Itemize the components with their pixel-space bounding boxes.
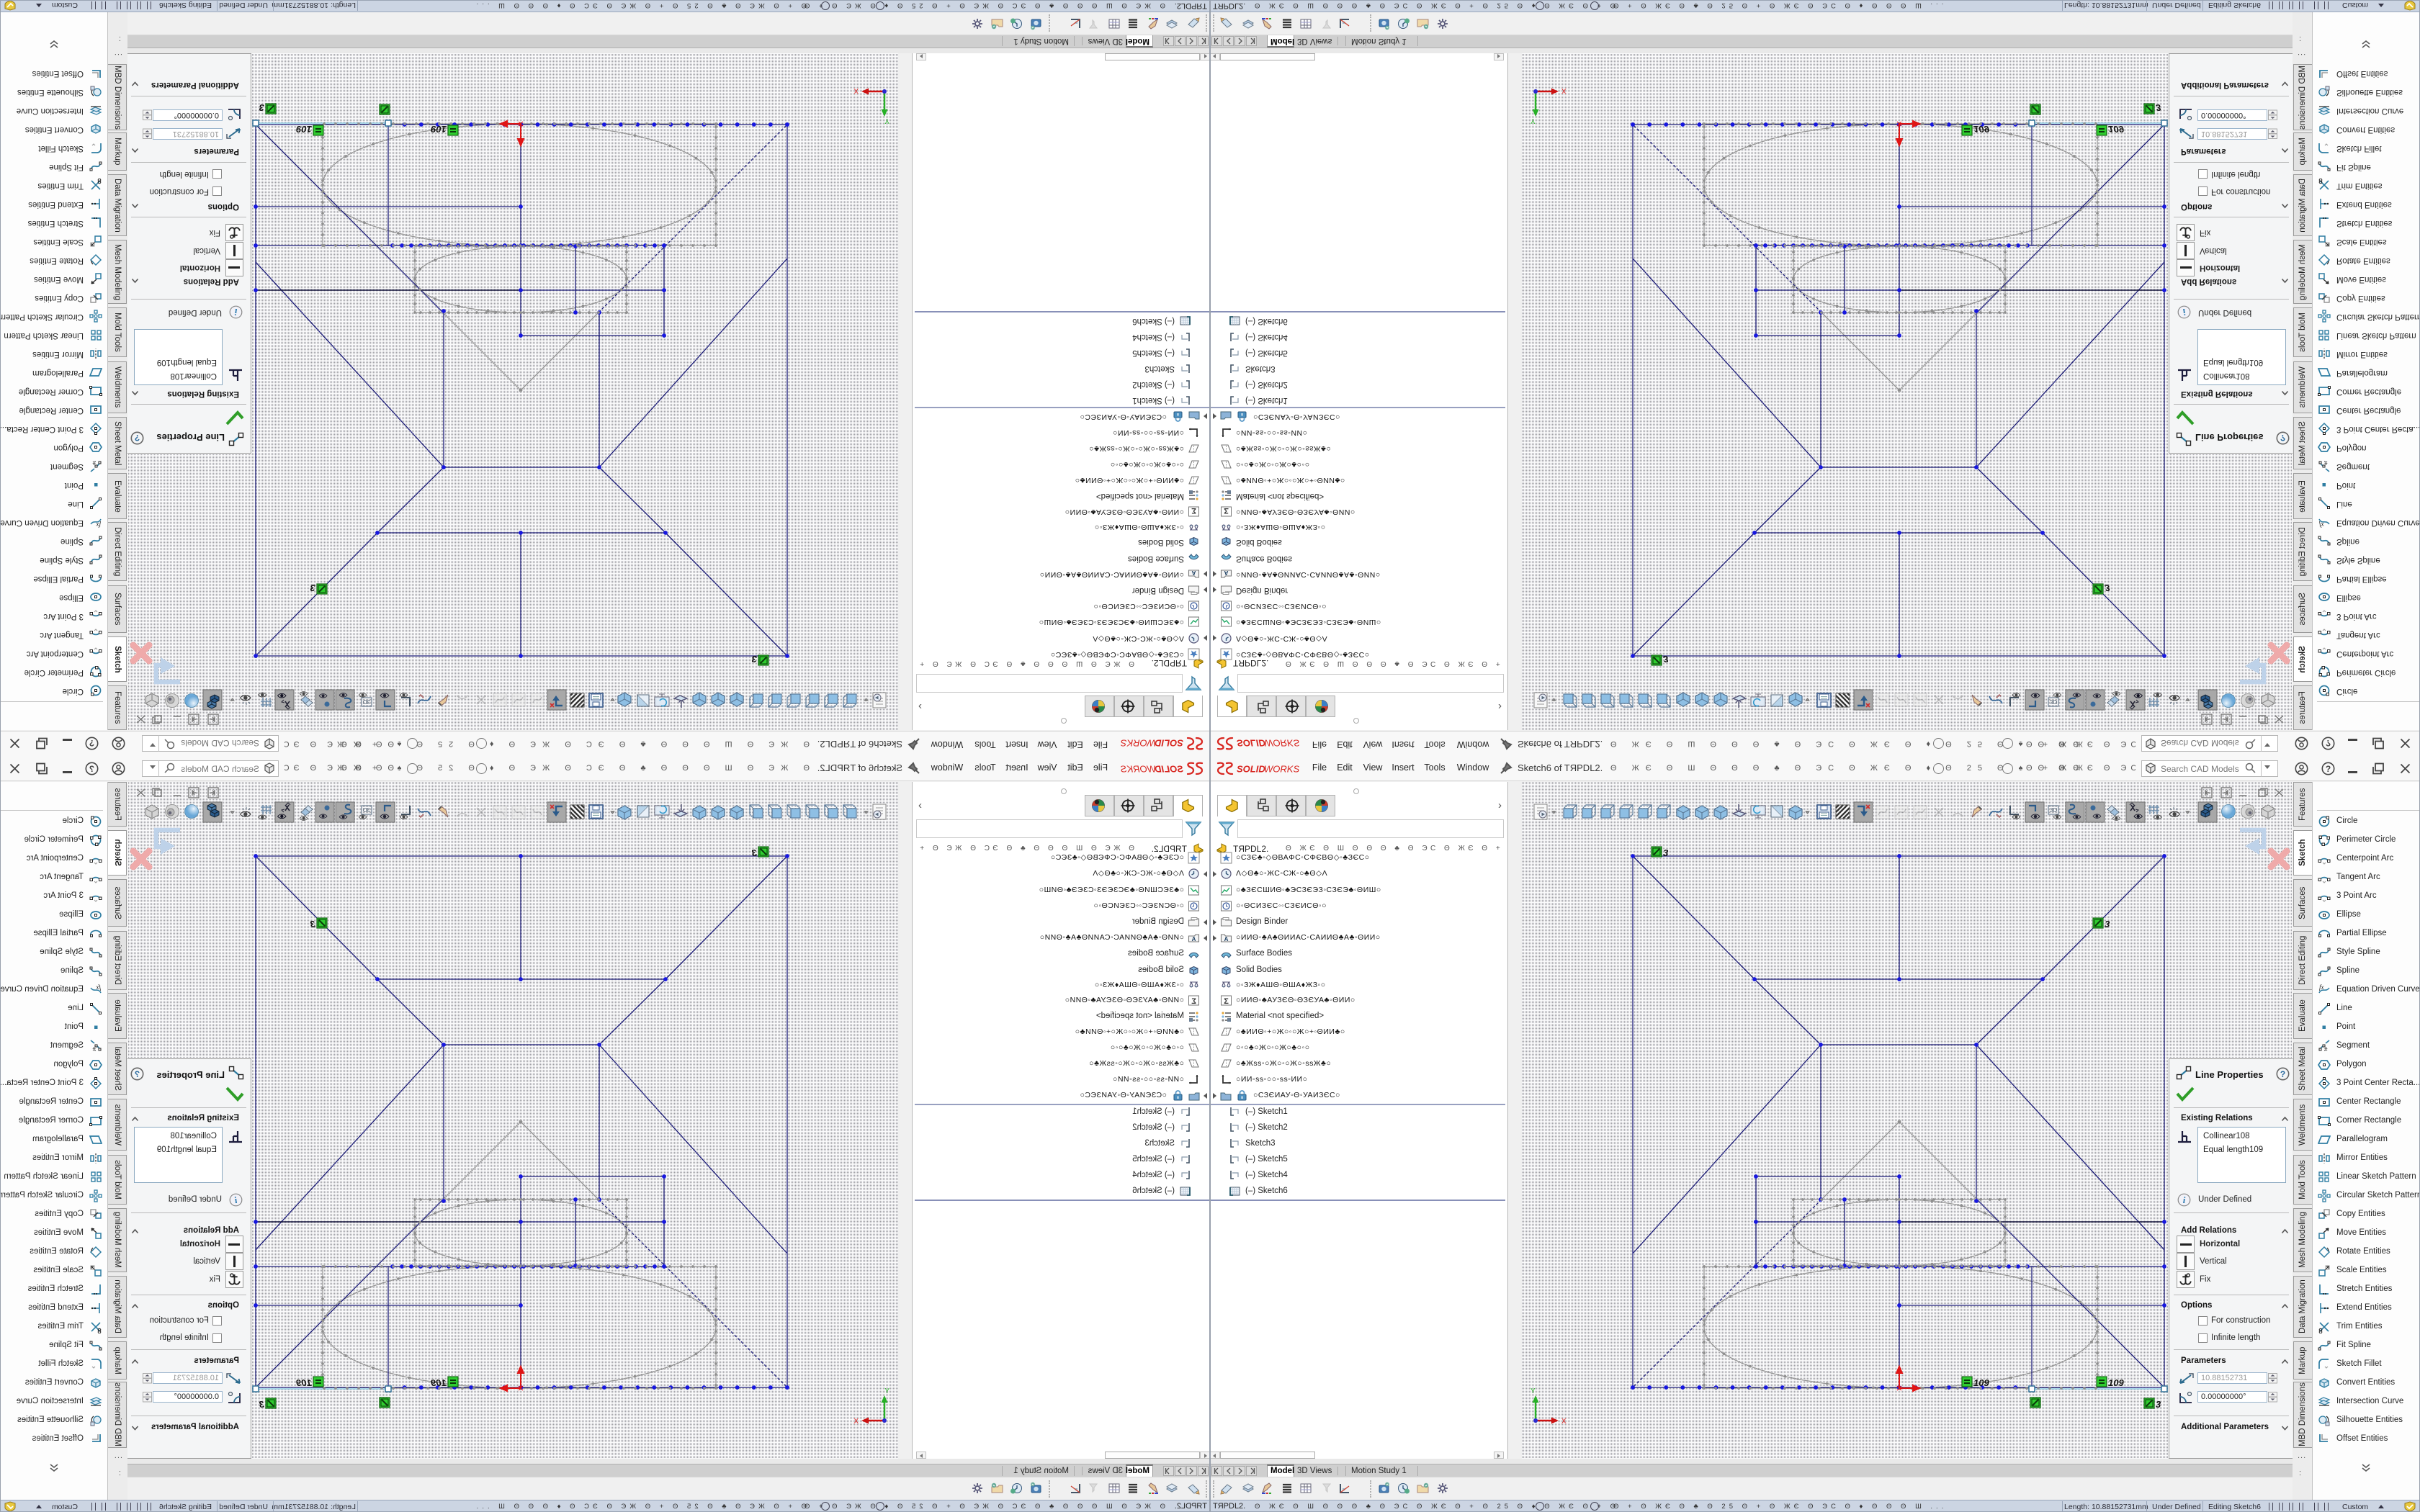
svg-text:fx: fx: [2319, 984, 2324, 991]
svg-text:i: i: [234, 307, 237, 318]
svg-text:?: ?: [2280, 433, 2285, 443]
svg-text:#: #: [92, 1046, 96, 1053]
svg-text:?: ?: [135, 1069, 140, 1079]
svg-text:SOLID: SOLID: [1155, 764, 1183, 775]
svg-text:X: X: [1561, 86, 1567, 94]
svg-text:SOLID: SOLID: [1237, 738, 1265, 749]
svg-text:Y: Y: [884, 117, 889, 125]
svg-text:3: 3: [259, 102, 264, 113]
svg-text:3: 3: [259, 1399, 264, 1410]
svg-text:SOLID: SOLID: [1155, 738, 1183, 749]
svg-text:?: ?: [89, 738, 94, 748]
svg-text:X: X: [853, 1418, 859, 1426]
svg-text:3: 3: [310, 919, 315, 930]
svg-text:109: 109: [431, 1377, 447, 1388]
svg-text:3: 3: [1663, 654, 1669, 665]
svg-text:WORKS: WORKS: [1121, 738, 1156, 749]
svg-text:Y: Y: [1531, 117, 1536, 125]
svg-text:#: #: [2324, 459, 2328, 466]
svg-text:#: #: [2324, 1046, 2328, 1053]
svg-text:fx: fx: [96, 984, 101, 991]
svg-text:A: A: [1224, 570, 1229, 576]
svg-text:X: X: [853, 86, 859, 94]
svg-text:i: i: [2183, 1194, 2186, 1205]
svg-text:3: 3: [2156, 1399, 2161, 1410]
svg-text:109: 109: [1973, 1377, 1989, 1388]
svg-text:3: 3: [2156, 102, 2161, 113]
svg-text:fx: fx: [96, 521, 101, 528]
svg-text:#: #: [92, 459, 96, 466]
svg-text:WORKS: WORKS: [1264, 764, 1299, 775]
svg-text:Σ: Σ: [1224, 506, 1229, 515]
svg-text:109: 109: [296, 1377, 312, 1388]
svg-text:?: ?: [2326, 764, 2331, 774]
svg-text:A: A: [1224, 936, 1229, 942]
svg-text:?: ?: [2326, 738, 2331, 748]
svg-text:109: 109: [431, 124, 447, 135]
svg-text:3D: 3D: [2050, 698, 2057, 705]
svg-text:3D: 3D: [2050, 807, 2057, 814]
svg-text:109: 109: [2108, 1377, 2124, 1388]
svg-text:?: ?: [2280, 1069, 2285, 1079]
svg-text:3: 3: [2105, 582, 2110, 593]
svg-text:?: ?: [135, 433, 140, 443]
svg-text:3: 3: [2105, 919, 2110, 930]
svg-text:3D: 3D: [363, 807, 370, 814]
svg-text:3: 3: [310, 582, 315, 593]
svg-text:X: X: [1561, 1418, 1567, 1426]
svg-text:?: ?: [89, 764, 94, 774]
svg-text:3: 3: [1663, 847, 1669, 858]
svg-text:3: 3: [751, 847, 757, 858]
svg-text:i: i: [2183, 307, 2186, 318]
svg-text:WORKS: WORKS: [1121, 764, 1156, 775]
svg-text:Σ: Σ: [1191, 506, 1196, 515]
svg-text:Σ: Σ: [1224, 997, 1229, 1006]
svg-text:109: 109: [2108, 124, 2124, 135]
svg-text:A: A: [1191, 936, 1196, 942]
svg-text:Y: Y: [1531, 1387, 1536, 1395]
svg-text:Σ: Σ: [1191, 997, 1196, 1006]
svg-text:3: 3: [751, 654, 757, 665]
svg-text:WORKS: WORKS: [1264, 738, 1299, 749]
svg-text:fx: fx: [2319, 521, 2324, 528]
svg-text:3D: 3D: [363, 698, 370, 705]
svg-text:109: 109: [1973, 124, 1989, 135]
svg-text:109: 109: [296, 124, 312, 135]
svg-text:Y: Y: [884, 1387, 889, 1395]
svg-text:SOLID: SOLID: [1237, 764, 1265, 775]
svg-text:A: A: [1191, 570, 1196, 576]
svg-text:i: i: [234, 1194, 237, 1205]
